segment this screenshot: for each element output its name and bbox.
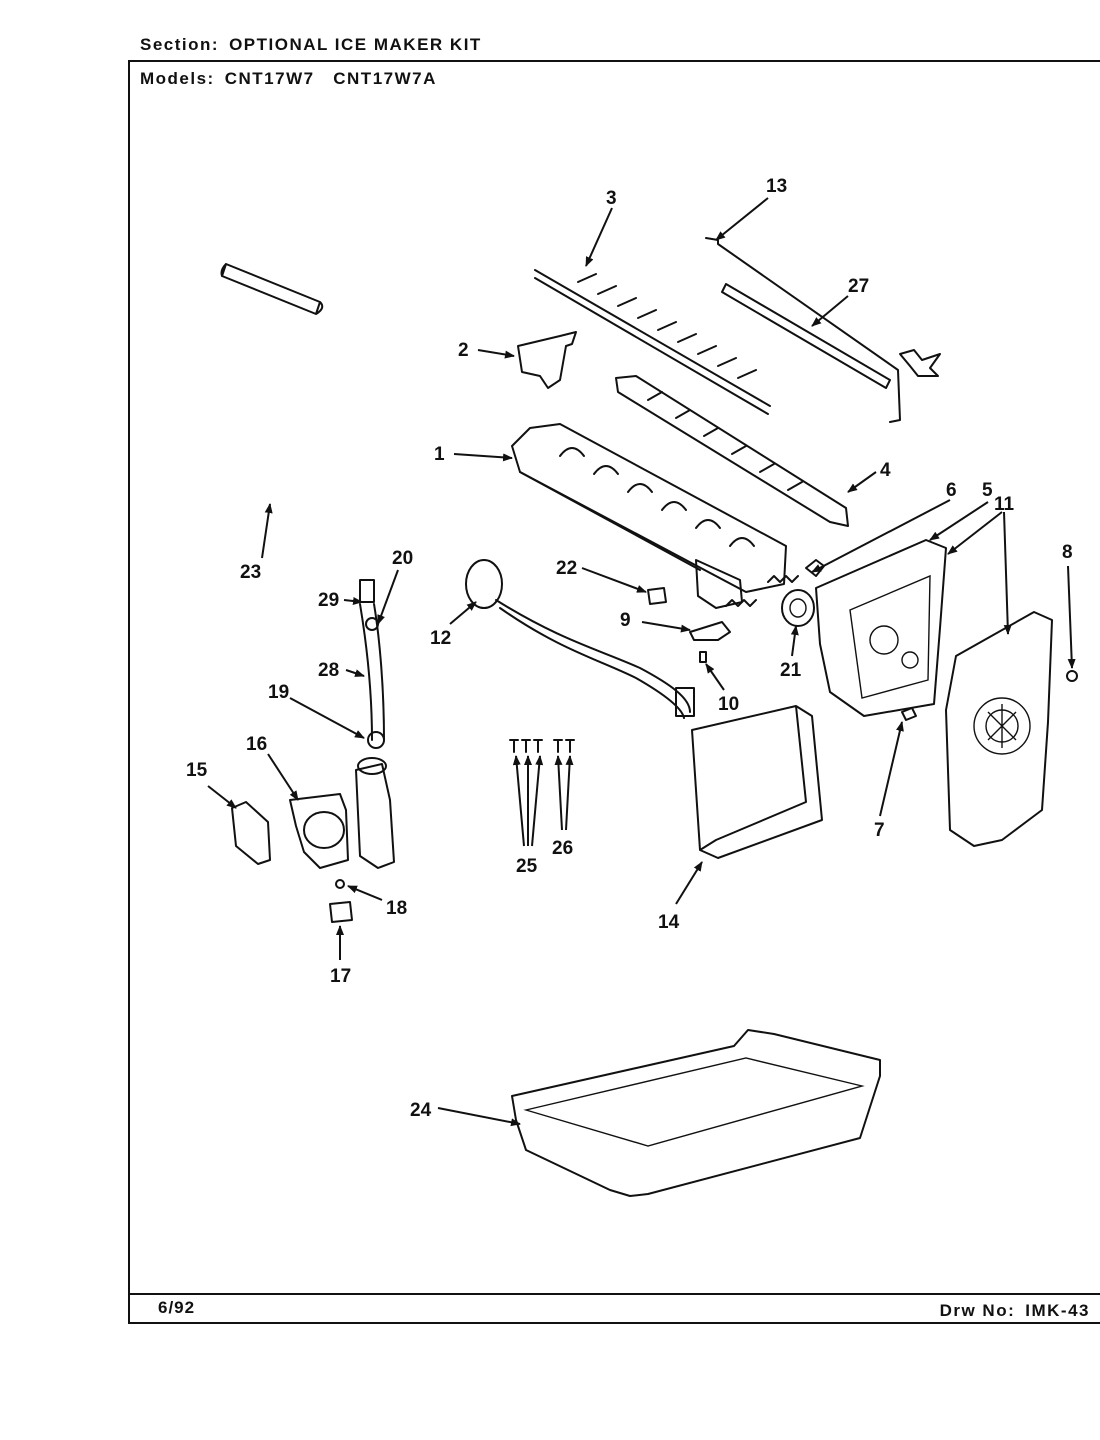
callout-1: 1 xyxy=(434,444,445,465)
callout-6: 6 xyxy=(946,480,957,501)
callout-26: 26 xyxy=(552,838,573,859)
callout-2: 2 xyxy=(458,340,469,361)
screw-10-part xyxy=(699,651,707,663)
callout-13: 13 xyxy=(766,176,787,197)
callout-15: 15 xyxy=(186,760,208,781)
callout-21: 21 xyxy=(780,660,802,681)
cover-part xyxy=(691,705,823,859)
fill-tube-part xyxy=(220,263,324,315)
wire-harness-part xyxy=(465,559,695,719)
callout-9: 9 xyxy=(620,610,631,631)
drawing-number-key: Drw No: xyxy=(939,1301,1016,1320)
spring-part xyxy=(725,575,799,607)
callout-5: 5 xyxy=(982,480,993,501)
water-valve-part xyxy=(289,757,395,869)
section-key: Section: xyxy=(140,35,220,54)
drawing-number-value: IMK-43 xyxy=(1025,1301,1090,1320)
callout-4: 4 xyxy=(880,460,891,481)
bracket-part xyxy=(517,331,577,389)
callout-29: 29 xyxy=(318,590,339,611)
callout-19: 19 xyxy=(268,682,289,703)
callout-10: 10 xyxy=(718,694,739,715)
rod-part xyxy=(721,283,891,389)
ejector-part xyxy=(534,269,771,415)
housing-part xyxy=(815,539,947,717)
callout-22: 22 xyxy=(556,558,577,579)
callout-16: 16 xyxy=(246,734,267,755)
screw-set-part xyxy=(509,739,575,753)
revision-date: 6/92 xyxy=(158,1298,196,1317)
diagram-frame xyxy=(128,60,1100,1324)
ice-bin-part xyxy=(511,1029,881,1197)
screw-part xyxy=(1066,670,1078,682)
mold-bracket-part xyxy=(695,559,743,609)
callout-7: 7 xyxy=(874,820,885,841)
shutoff-arm-clip xyxy=(899,349,941,377)
stripper-part xyxy=(615,375,849,527)
screw-7-part xyxy=(901,707,917,721)
module-part xyxy=(945,611,1053,847)
drawing-number: Drw No: IMK-43 xyxy=(940,1301,1090,1321)
callout-12: 12 xyxy=(430,628,451,649)
callout-25: 25 xyxy=(516,856,538,877)
callout-24: 24 xyxy=(410,1100,432,1121)
callout-17: 17 xyxy=(330,966,351,987)
models-list: CNT17W7 CNT17W7A xyxy=(224,69,437,88)
callout-20: 20 xyxy=(392,548,413,569)
callout-28: 28 xyxy=(318,660,339,681)
callout-27: 27 xyxy=(848,276,869,297)
callout-23: 23 xyxy=(240,562,261,583)
bracket-9-part xyxy=(689,621,731,641)
washer-part xyxy=(335,879,345,889)
models-header: Models: CNT17W7 CNT17W7A xyxy=(140,69,437,89)
mounting-bracket-part xyxy=(231,801,271,865)
models-key: Models: xyxy=(140,69,215,88)
callout-14: 14 xyxy=(658,912,680,933)
footer-divider xyxy=(128,1293,1100,1295)
mold-part xyxy=(511,423,787,593)
nut-part xyxy=(329,901,353,923)
callout-3: 3 xyxy=(606,188,617,209)
clip-part xyxy=(647,587,667,605)
section-header: Section: OPTIONAL ICE MAKER KIT xyxy=(140,35,482,55)
switch-part xyxy=(781,589,815,627)
callout-8: 8 xyxy=(1062,542,1073,563)
water-line-part xyxy=(359,579,385,749)
callout-18: 18 xyxy=(386,898,407,919)
callout-11: 11 xyxy=(994,494,1015,515)
section-title: OPTIONAL ICE MAKER KIT xyxy=(229,35,482,54)
